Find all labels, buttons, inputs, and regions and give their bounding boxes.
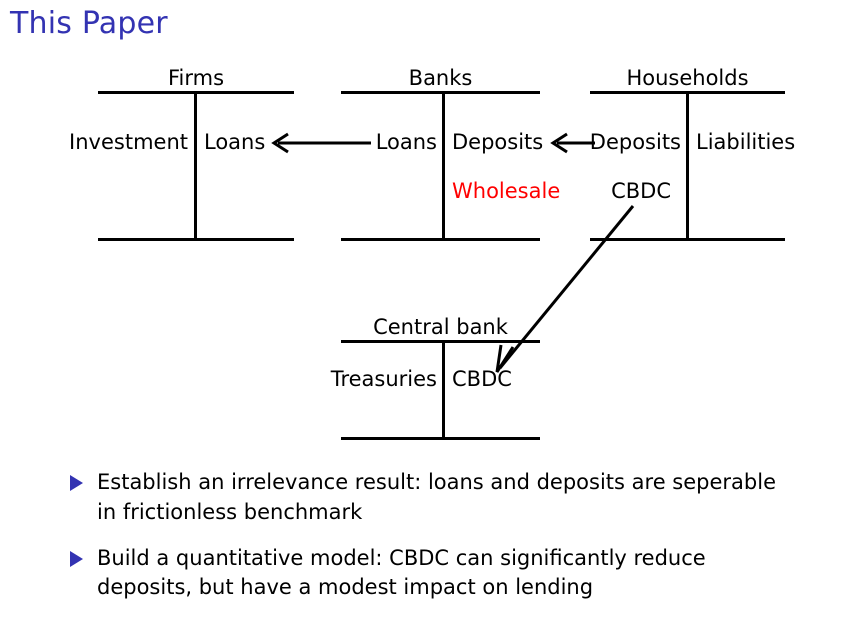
t-account-firms-divider [194,91,197,241]
list-item: Build a quantitative model: CBDC can sig… [0,544,865,604]
t-account-firms-liability-label: Loans [204,130,266,154]
t-account-households-liability-label: Liabilities [696,130,796,154]
arrowhead-households-cbdc-to-central-bank-cbdc [495,344,515,373]
t-account-firms-asset-label: Investment [69,130,188,154]
diagram-arrows [271,132,635,373]
triangle-right-icon [70,475,83,491]
arrowhead-households-deposits-to-banks-deposits [550,132,568,154]
t-account-central-bank-asset-label: Treasuries [330,367,437,391]
t-account-central-bank-bottom-rule [341,437,540,440]
t-account-firms-title: Firms [167,66,225,90]
t-account-central-bank-top-rule [341,340,540,343]
t-account-households-divider [686,91,689,241]
t-account-households-title: Households [626,66,749,90]
t-account-households-bottom-rule [590,238,785,241]
t-account-banks-title: Banks [408,66,473,90]
t-account-banks-wholesale-label: Wholesale [452,179,561,203]
t-account-banks-liability-label: Deposits [452,130,544,154]
arrowhead-banks-loans-to-firms-loans [271,132,289,154]
t-account-firms-bottom-rule [98,238,294,241]
list-item: Establish an irrelevance result: loans a… [0,468,865,528]
t-account-households-cbdc-label: CBDC [611,179,671,203]
t-account-central-bank-liability-label: CBDC [452,367,512,391]
t-account-banks-divider [442,91,445,241]
t-account-banks-top-rule [341,91,540,94]
t-account-firms: Firms Investment Loans [69,66,294,241]
bullet-list: Establish an irrelevance result: loans a… [0,468,865,619]
page-title: This Paper [10,6,168,41]
t-account-banks-bottom-rule [341,238,540,241]
arrow-households-cbdc-to-central-bank-cbdc [498,205,635,369]
t-account-central-bank-title: Central bank [373,315,508,339]
triangle-right-icon [70,550,83,567]
t-account-central-bank: Central bank Treasuries CBDC [331,315,540,441]
bullet-text: Establish an irrelevance result: loans a… [97,470,776,524]
t-account-households: Households Deposits Liabilities CBDC [590,66,795,241]
t-account-banks: Banks Loans Deposits Wholesale [341,66,560,241]
t-account-households-asset-label: Deposits [589,130,681,154]
t-account-central-bank-divider [442,340,445,440]
t-account-banks-asset-label: Loans [375,130,437,154]
balance-sheet-diagram: Firms Investment Loans Banks Loans Depos… [69,66,795,441]
bullet-text: Build a quantitative model: CBDC can sig… [97,545,706,600]
